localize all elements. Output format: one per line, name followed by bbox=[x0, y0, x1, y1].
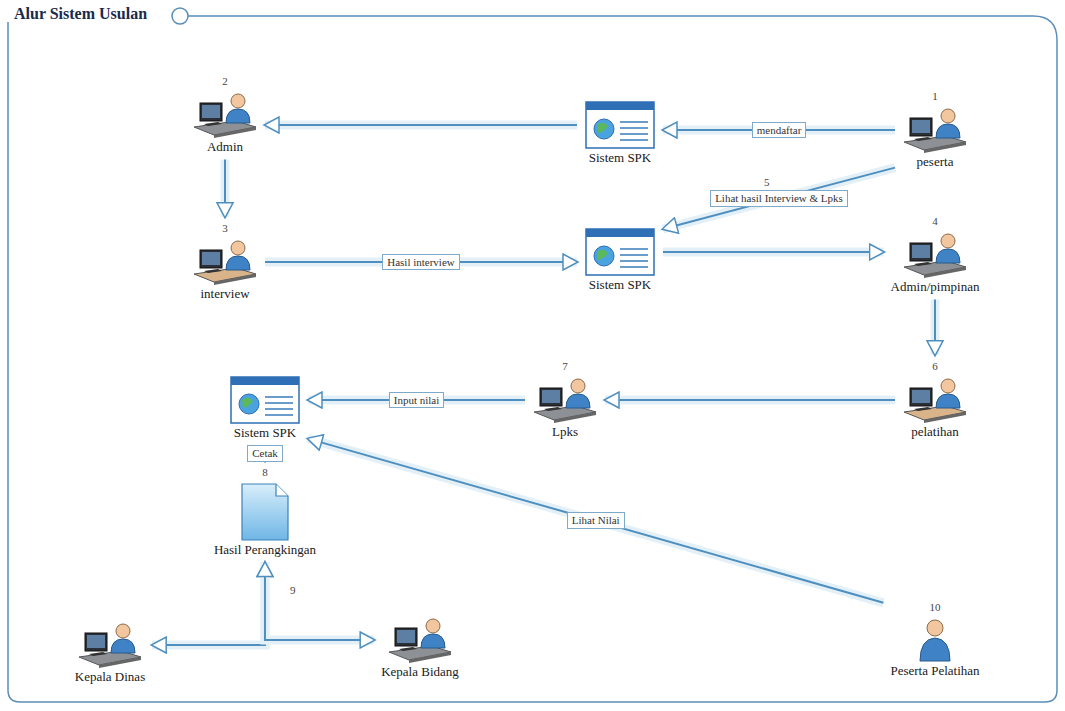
flow-arrow bbox=[152, 563, 265, 645]
callout-number: 3 bbox=[222, 222, 228, 235]
actor-node: 1 peserta bbox=[898, 88, 972, 172]
arrow-label: Hasil interview bbox=[382, 254, 460, 271]
callout-number: 7 bbox=[562, 360, 568, 373]
arrow-line bbox=[605, 399, 895, 401]
diagram-title: Alur Sistem Usulan bbox=[14, 5, 147, 23]
actor-node: 10Peserta Pelatihan bbox=[886, 599, 983, 681]
node-label: peserta bbox=[917, 154, 954, 170]
desk-icon bbox=[192, 238, 258, 286]
system-node: Sistem SPK bbox=[580, 98, 660, 168]
node-label: Admin bbox=[207, 139, 243, 155]
flow-arrow bbox=[663, 252, 884, 253]
system-node: Sistem SPK bbox=[580, 225, 660, 295]
node-label: Admin/pimpinan bbox=[891, 279, 980, 295]
actor-node: 3 interview bbox=[188, 220, 262, 304]
callout-number: 6 bbox=[932, 360, 938, 373]
flow-arrow bbox=[265, 563, 374, 640]
actor-node: Kepala Bidang bbox=[377, 614, 463, 682]
arrow-band bbox=[605, 396, 895, 405]
flow-arrow bbox=[265, 125, 577, 126]
actor-node: 7Lpks bbox=[528, 358, 602, 442]
actor-node: 8Hasil Perangkingan bbox=[210, 464, 320, 560]
node-label: Kepala Bidang bbox=[381, 664, 459, 680]
arrow-band bbox=[152, 563, 265, 645]
pc-icon bbox=[77, 621, 143, 669]
arrow-band bbox=[663, 168, 895, 229]
actor-node: 4Admin/pimpinan bbox=[887, 213, 984, 297]
arrow-label: Lihat Nilai bbox=[567, 512, 625, 529]
flow-arrow bbox=[935, 300, 936, 355]
person-icon bbox=[915, 617, 955, 663]
arrow-line bbox=[663, 251, 884, 253]
pc-icon bbox=[387, 616, 453, 664]
arrow-band bbox=[221, 160, 230, 217]
arrow-line bbox=[934, 300, 936, 355]
node-label: Lpks bbox=[552, 424, 578, 440]
node-label: interview bbox=[200, 286, 249, 302]
actor-node: 6 pelatihan bbox=[898, 358, 972, 442]
node-label: pelatihan bbox=[911, 424, 959, 440]
arrow-line bbox=[308, 439, 883, 603]
node-label: Peserta Pelatihan bbox=[890, 663, 979, 679]
frame-border bbox=[8, 16, 1057, 702]
pc-icon bbox=[902, 231, 968, 279]
pc-icon bbox=[192, 91, 258, 139]
node-label: Kepala Dinas bbox=[75, 669, 145, 685]
arrow-band bbox=[931, 300, 940, 355]
callout-number: 8 bbox=[262, 466, 268, 479]
arrow-label: Cetak bbox=[247, 445, 283, 462]
callout-number: 2 bbox=[222, 75, 228, 88]
flow-arrow bbox=[605, 400, 895, 401]
arrow-line bbox=[224, 160, 226, 217]
node-label: Sistem SPK bbox=[589, 150, 652, 166]
pc-icon bbox=[532, 376, 598, 424]
arrow-band bbox=[308, 439, 883, 603]
system-node: Sistem SPK bbox=[225, 373, 305, 443]
arrow-band bbox=[663, 248, 884, 257]
node-label: Sistem SPK bbox=[589, 277, 652, 293]
frame-ornament bbox=[172, 8, 188, 24]
callout-number: 4 bbox=[932, 215, 938, 228]
callout-number: 5 bbox=[762, 176, 772, 188]
arrow-band bbox=[265, 563, 374, 640]
arrow-line bbox=[265, 563, 374, 640]
flow-arrow bbox=[308, 439, 883, 603]
arrow-label: mendaftar bbox=[752, 122, 807, 139]
arrow-band bbox=[265, 121, 577, 130]
win-icon bbox=[584, 100, 656, 150]
doc-icon bbox=[238, 482, 292, 542]
node-label: Sistem SPK bbox=[234, 425, 297, 441]
callout-number: 10 bbox=[929, 601, 940, 614]
flow-arrow bbox=[663, 168, 895, 229]
callout-number: 9 bbox=[288, 584, 298, 596]
arrow-label: Lihat hasil Interview & Lpks bbox=[710, 190, 848, 207]
arrow-label: Input nilai bbox=[389, 392, 445, 409]
arrow-line bbox=[152, 563, 265, 645]
actor-node: 2Admin bbox=[188, 73, 262, 157]
win-icon bbox=[584, 227, 656, 277]
actor-node: Kepala Dinas bbox=[71, 619, 149, 687]
pc-icon bbox=[902, 106, 968, 154]
node-label: Hasil Perangkingan bbox=[214, 542, 316, 558]
flow-arrow bbox=[225, 160, 226, 217]
callout-number: 1 bbox=[932, 90, 938, 103]
desk-icon bbox=[902, 376, 968, 424]
arrow-line bbox=[265, 124, 577, 126]
win-icon bbox=[229, 375, 301, 425]
arrow-line bbox=[663, 168, 895, 229]
